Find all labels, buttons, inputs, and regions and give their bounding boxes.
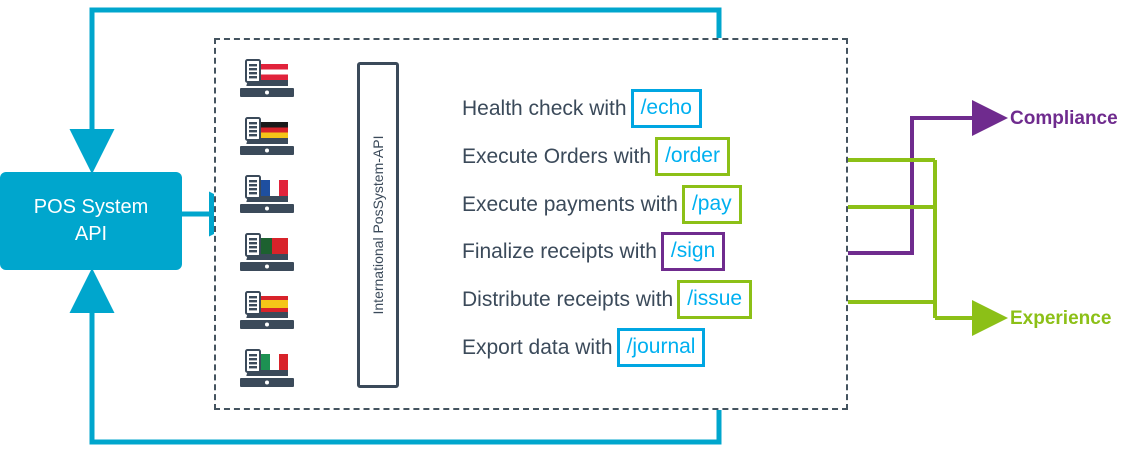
pos-terminal-portugal <box>236 232 298 280</box>
pos-system-api-label-line1: POS System <box>33 196 149 218</box>
endpoint-description: Finalize receipts with <box>462 239 657 263</box>
endpoint-description: Distribute receipts with <box>462 287 674 311</box>
endpoint-chip-journal[interactable]: /journal <box>616 327 706 367</box>
endpoint-chip-echo[interactable]: /echo <box>630 88 702 128</box>
outcome-label-experience: Experience <box>1010 308 1112 329</box>
endpoint-chip-sign[interactable]: /sign <box>660 231 726 271</box>
endpoint-row-sign: Finalize receipts with/sign <box>462 231 726 271</box>
pos-system-api-label-line2: API <box>74 223 108 245</box>
endpoint-description: Export data with <box>462 335 613 359</box>
pos-terminal-germany <box>236 116 298 164</box>
international-possystem-api-label: International PosSystem-API <box>370 135 386 315</box>
endpoint-row-issue: Distribute receipts with/issue <box>462 279 753 319</box>
endpoint-row-journal: Export data with/journal <box>462 327 706 367</box>
endpoint-description: Health check with <box>462 96 627 120</box>
pos-system-api-box[interactable]: POS System API <box>0 172 182 270</box>
pos-terminal-italy <box>236 348 298 396</box>
endpoint-row-order: Execute Orders with/order <box>462 136 730 176</box>
international-api-panel <box>214 38 848 410</box>
pos-terminal-france <box>236 174 298 222</box>
endpoint-chip-pay[interactable]: /pay <box>681 184 742 224</box>
endpoint-row-echo: Health check with/echo <box>462 88 702 128</box>
endpoint-description: Execute payments with <box>462 192 678 216</box>
endpoint-row-pay: Execute payments with/pay <box>462 184 742 224</box>
terminal-icon-column <box>236 58 306 389</box>
international-possystem-api-bar: International PosSystem-API <box>357 62 399 388</box>
endpoint-description: Execute Orders with <box>462 144 652 168</box>
endpoint-chip-order[interactable]: /order <box>655 136 730 176</box>
pos-terminal-spain <box>236 290 298 338</box>
pos-terminal-austria <box>236 58 298 106</box>
endpoint-chip-issue[interactable]: /issue <box>677 279 753 319</box>
outcome-label-compliance: Compliance <box>1010 108 1118 129</box>
